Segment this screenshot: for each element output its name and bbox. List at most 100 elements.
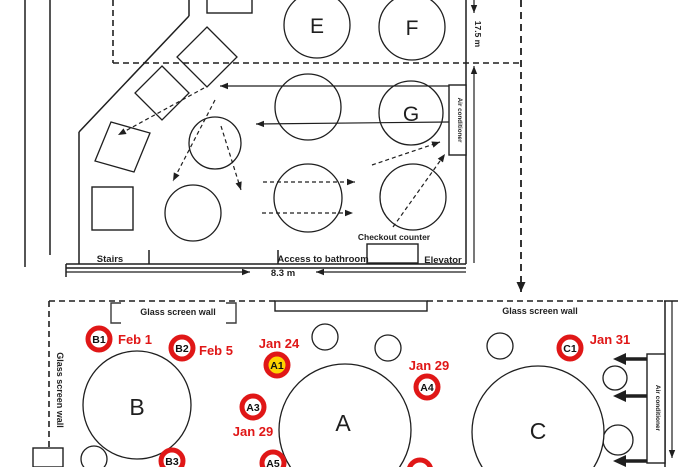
zoom-connector-arrow-head — [516, 282, 526, 292]
patient-badge-a5: A5 — [259, 449, 287, 467]
patient-badge-c1: C1 — [556, 334, 584, 362]
patient-badge-a3-ring — [239, 393, 267, 421]
onset-date-c1: Jan 31 — [590, 332, 630, 347]
airflow-arrow-upper-2 — [255, 121, 450, 125]
table-e-label: E — [310, 15, 324, 38]
stairs-label: Stairs — [97, 254, 123, 265]
table-square-top — [206, 0, 253, 14]
patient-badge-a1-ring — [263, 351, 291, 379]
table-diamond-1 — [176, 26, 238, 88]
access-bathroom-label: Access to bathroom — [277, 254, 368, 265]
table-c-label: C — [530, 418, 547, 444]
chair — [80, 445, 108, 467]
table-f — [378, 0, 446, 61]
droplet-arrow-4-head — [347, 178, 355, 186]
air-conditioner-lower-label: Air conditioner — [654, 385, 661, 432]
chair — [602, 424, 634, 456]
table-a-label: A — [335, 410, 351, 436]
onset-date-b1: Feb 1 — [118, 332, 152, 347]
patient-badge-b1: B1 — [85, 325, 113, 353]
patient-badge-b3: B3 — [158, 447, 186, 467]
checkout-counter-box — [366, 243, 419, 264]
droplet-arrow-7 — [392, 153, 446, 228]
droplet-arrow-3-head — [235, 181, 242, 190]
patient-badge-a1: A1 — [263, 351, 291, 379]
droplet-arrow-2 — [172, 99, 216, 182]
glass-screen-wall-top-right-label: Glass screen wall — [502, 306, 578, 316]
chair — [374, 334, 402, 362]
lower-dimension-arrow-head — [668, 450, 676, 458]
chair — [311, 323, 339, 351]
table-f-label: F — [406, 17, 419, 40]
patient-badge-a3: A3 — [239, 393, 267, 421]
patient-badge-b1-ring — [85, 325, 113, 353]
width-dimension-label: 8.3 m — [271, 268, 295, 279]
patient-badge-c1-ring — [556, 334, 584, 362]
patient-badge-partial-ring — [407, 457, 433, 467]
height-dimension-arrow-bottom-head — [470, 66, 478, 74]
table-round-right — [379, 163, 447, 231]
onset-date-a4: Jan 29 — [409, 358, 449, 373]
glass-screen-wall-left-label: Glass screen wall — [55, 352, 65, 428]
patient-badge-a5-ring — [259, 449, 287, 467]
table-square-left — [91, 186, 134, 231]
droplet-arrow-1 — [117, 87, 205, 136]
patient-badge-b2-label: B2 — [175, 343, 189, 355]
droplet-arrow-6-head — [431, 141, 440, 148]
table-round-center — [273, 163, 343, 233]
glass-wall-bracket-right — [226, 302, 237, 324]
airflow-arrow-upper-2-head — [256, 120, 265, 128]
chair — [602, 365, 628, 391]
checkout-counter-label: Checkout counter — [358, 232, 431, 242]
width-dimension-arrow-right-head — [316, 268, 324, 276]
onset-date-b2: Feb 5 — [199, 343, 233, 358]
ac-airflow-arrow-3-head — [613, 455, 626, 467]
patient-badge-a3-label: A3 — [246, 402, 260, 414]
droplet-arrow-2-head — [173, 172, 180, 181]
droplet-arrow-1-head — [118, 128, 127, 135]
corner-table — [32, 447, 64, 467]
patient-badge-a5-label: A5 — [266, 458, 280, 467]
air-conditioner-upper-box — [448, 84, 467, 156]
air-conditioner-lower-box — [646, 353, 666, 464]
droplet-arrow-5-head — [345, 209, 353, 217]
glass-wall-bracket-left — [110, 302, 121, 324]
table-c — [471, 365, 605, 467]
patient-badge-a4-ring — [413, 373, 441, 401]
table-b-label: B — [129, 394, 144, 420]
air-conditioner-upper-label: Air conditioner — [456, 98, 463, 143]
table-diamond-3 — [94, 121, 151, 173]
patient-badge-b1-label: B1 — [92, 334, 106, 346]
wall-diagonal — [78, 15, 190, 133]
restaurant-floor-plan-overview: E F G Stairs Access to bathroom Checkout coun… — [24, 0, 526, 292]
table-g-label: G — [403, 103, 419, 126]
table-a — [278, 363, 412, 467]
height-dimension-label: 17.5 m — [473, 21, 483, 48]
table-round-below-e — [274, 73, 342, 141]
droplet-arrow-6 — [371, 141, 441, 166]
width-dimension-arrow-left-head — [242, 268, 250, 276]
patient-badge-c1-label: C1 — [563, 343, 577, 355]
patient-badge-b3-label: B3 — [165, 456, 179, 467]
wall-side-table — [274, 300, 428, 312]
patient-badge-a1-label: A1 — [270, 360, 284, 372]
height-dimension-arrow-top-head — [470, 5, 478, 13]
glass-screen-wall-top-left-label: Glass screen wall — [140, 307, 216, 317]
patient-badge-a4-label: A4 — [420, 382, 434, 394]
table-b — [82, 350, 192, 460]
chair — [486, 332, 514, 360]
ac-airflow-arrow-2-head — [613, 390, 626, 402]
table-g — [378, 80, 444, 146]
droplet-arrow-7-head — [437, 154, 445, 163]
table-e — [283, 0, 351, 59]
droplet-arrow-3 — [220, 125, 242, 191]
elevator-label: Elevator — [424, 255, 462, 266]
onset-date-a1: Jan 24 — [259, 336, 300, 351]
ac-airflow-arrow-1-head — [613, 353, 626, 365]
patient-badge-b3-ring — [158, 447, 186, 467]
patient-badge-b2-ring — [168, 334, 196, 362]
table-round-lower-left — [164, 184, 222, 242]
